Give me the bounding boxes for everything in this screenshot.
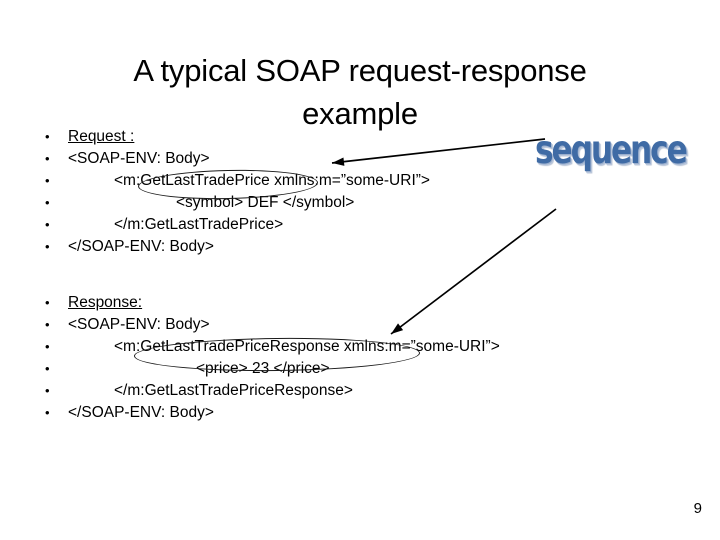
sequence-logo-text: sequence [535,128,688,173]
request-line-text: <symbol> DEF </symbol> [176,194,355,211]
bullet-glyph: • [45,217,50,232]
bullet-glyph: • [45,383,50,398]
bullet-glyph: • [45,195,50,210]
response-code-block: • Response: • <SOAP-ENV: Body> • <m:GetLastTr… [40,292,680,424]
bullet-glyph: • [45,239,50,254]
bullet-glyph: • [45,339,50,354]
response-line-text: </SOAP-ENV: Body> [68,404,214,421]
request-line: • <symbol> DEF </symbol> [40,192,680,214]
request-line-text: <m:GetLastTradePrice xmlns:m=”some-URI”> [114,172,430,189]
bullet-glyph: • [45,361,50,376]
response-line-text: </m:GetLastTradePriceResponse> [114,382,353,399]
request-line-text: Request : [68,128,135,145]
request-code-block: • Request : • <SOAP-ENV: Body> • <m:GetLastTr… [40,126,680,258]
request-line: • Request : [40,126,680,148]
bullet-glyph: • [45,317,50,332]
response-line-text: Response: [68,294,143,311]
response-line: • Response: [40,292,680,314]
request-line-text: </m:GetLastTradePrice> [114,216,284,233]
response-line: • <m:GetLastTradePriceResponse xmlns:m=”s… [40,336,680,358]
bullet-glyph: • [45,173,50,188]
page-number: 9 [693,500,702,517]
request-line-text: </SOAP-ENV: Body> [68,238,214,255]
bullet-glyph: • [45,295,50,310]
request-line: • </m:GetLastTradePrice> [40,214,680,236]
response-line: • <SOAP-ENV: Body> [40,314,680,336]
response-line-text: <SOAP-ENV: Body> [68,316,210,333]
response-line-text: <m:GetLastTradePriceResponse xmlns:m=”so… [114,338,500,355]
page-title: A typical SOAP request-response example [133,52,587,131]
response-line-text: <price> 23 </price> [196,360,330,377]
request-line: • <SOAP-ENV: Body> [40,148,680,170]
bullet-glyph: • [45,129,50,144]
response-line: • </SOAP-ENV: Body> [40,402,680,424]
bullet-glyph: • [45,151,50,166]
bullet-glyph: • [45,405,50,420]
request-line: • <m:GetLastTradePrice xmlns:m=”some-URI”… [40,170,680,192]
request-line-text: <SOAP-ENV: Body> [68,150,210,167]
response-line: • <price> 23 </price> [40,358,680,380]
sequence-logo: sequence [535,128,688,174]
request-line: • </SOAP-ENV: Body> [40,236,680,258]
response-line: • </m:GetLastTradePriceResponse> [40,380,680,402]
